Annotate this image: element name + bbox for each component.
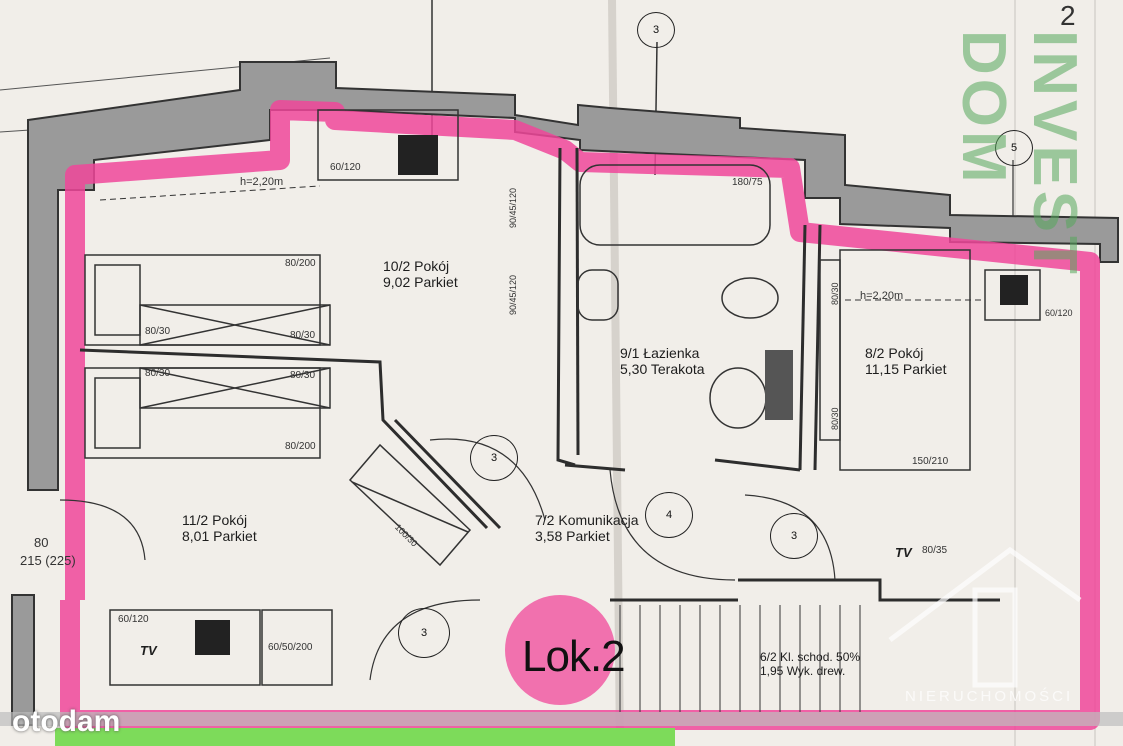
bed-right — [819, 249, 971, 471]
room-6-code: 6/2 — [760, 650, 777, 664]
furniture-label: 80/35 — [922, 545, 948, 556]
furniture-label: 80/30 — [145, 326, 171, 337]
furniture-label: 60/120 — [1045, 308, 1073, 318]
room-10-code: 10/2 — [383, 258, 411, 274]
otodam-logo: otodam — [12, 705, 121, 738]
furniture-label: 90/45/120 — [508, 187, 518, 228]
furniture-label: 80/200 — [285, 258, 316, 269]
room-6-name: Kl. schod. 50% — [780, 650, 861, 664]
logo-watermark — [888, 546, 1082, 688]
dimension-left: 80 — [34, 535, 49, 550]
wardrobe-diag — [348, 443, 472, 567]
unit-title: Lok.2 — [522, 632, 626, 681]
furniture-label: 80/30 — [290, 370, 316, 381]
bed-bottom — [84, 367, 331, 459]
page-number: 2 — [1060, 0, 1076, 31]
bed-top — [84, 254, 331, 346]
door-marker: 3 — [637, 12, 675, 48]
lok-highlight — [505, 595, 615, 705]
room-6-floor: Wyk. drew. — [786, 664, 846, 678]
room-10-area: 9,02 — [383, 274, 411, 290]
dimension-label: 215 (225) — [20, 553, 76, 568]
furniture-label: 80/30 — [830, 407, 840, 430]
computer-icon — [398, 135, 438, 175]
door-marker: 3 — [398, 608, 450, 658]
room-8-name: Pokój — [888, 345, 924, 361]
desk-right — [984, 269, 1041, 321]
room-11-name: Pokój — [212, 512, 248, 528]
door-marker: 5 — [995, 130, 1033, 166]
furniture-label: 90/45/120 — [508, 274, 518, 315]
toilet — [721, 277, 779, 319]
room-8-floor: Parkiet — [902, 361, 947, 377]
room-8-code: 8/2 — [865, 345, 885, 361]
tv-label: TV — [140, 643, 157, 658]
room-11-code: 11/2 — [182, 512, 209, 528]
height-label-right: h=2,20m — [860, 290, 904, 302]
furniture-label: 80/30 — [145, 368, 171, 379]
desk-top — [317, 109, 459, 181]
room-7-floor: Parkiet — [566, 528, 610, 544]
room-8-label: 8/2 Pokój 11,15 Parkiet — [865, 345, 946, 377]
furniture-label: 80/200 — [285, 441, 316, 452]
room-9-name: Łazienka — [643, 345, 700, 361]
room-10-floor: Parkiet — [414, 274, 458, 290]
radiator — [765, 350, 793, 420]
washer — [577, 269, 619, 321]
room-6-label: 6/2 Kl. schod. 50% 1,95 Wyk. drew. — [760, 650, 860, 678]
furniture-label: 150/210 — [912, 456, 949, 467]
green-strip — [55, 728, 675, 746]
furniture-label: 80/30 — [290, 330, 316, 341]
tv-label: TV — [895, 545, 912, 560]
room-11-label: 11/2 Pokój 8,01 Parkiet — [182, 512, 257, 544]
furniture-label: 60/120 — [330, 162, 361, 173]
room-7-name: Komunikacja — [558, 512, 639, 528]
room-6-area: 1,95 — [760, 664, 784, 678]
room-7-area: 3,58 — [535, 528, 563, 544]
room-7-label: 7/2 Komunikacja 3,58 Parkiet — [535, 512, 639, 544]
room-10-name: Pokój — [414, 258, 450, 274]
room-9-label: 9/1 Łazienka 5,30 Terakota — [620, 345, 705, 377]
room-9-area: 5,30 — [620, 361, 648, 377]
watermark-small: NIERUCHOMOŚCI — [905, 688, 1074, 705]
watermark-vertical: INVEST DOM — [949, 30, 1089, 278]
stairs — [619, 605, 861, 712]
apartment-outline — [60, 100, 1100, 730]
room-10-label: 10/2 Pokój 9,02 Parkiet — [383, 258, 458, 290]
furniture-label: 60/50/200 — [268, 642, 313, 653]
furniture-label: 60/120 — [118, 614, 149, 625]
bathtub — [579, 164, 771, 246]
wardrobe-bottom — [261, 609, 333, 686]
door-marker: 3 — [770, 513, 818, 559]
desk-bottom — [109, 609, 261, 686]
room-8-area: 11,15 — [865, 361, 899, 377]
room-9-floor: Terakota — [650, 361, 705, 377]
room-7-code: 7/2 — [535, 512, 555, 528]
door-marker: 4 — [645, 492, 693, 538]
furniture-label: 80/30 — [830, 282, 840, 305]
room-11-area: 8,01 — [182, 528, 210, 544]
room-9-code: 9/1 — [620, 345, 640, 361]
height-label-left: h=2,20m — [240, 176, 284, 188]
door-marker: 3 — [470, 435, 518, 481]
room-11-floor: Parkiet — [213, 528, 257, 544]
furniture-label: 180/75 — [732, 177, 763, 188]
